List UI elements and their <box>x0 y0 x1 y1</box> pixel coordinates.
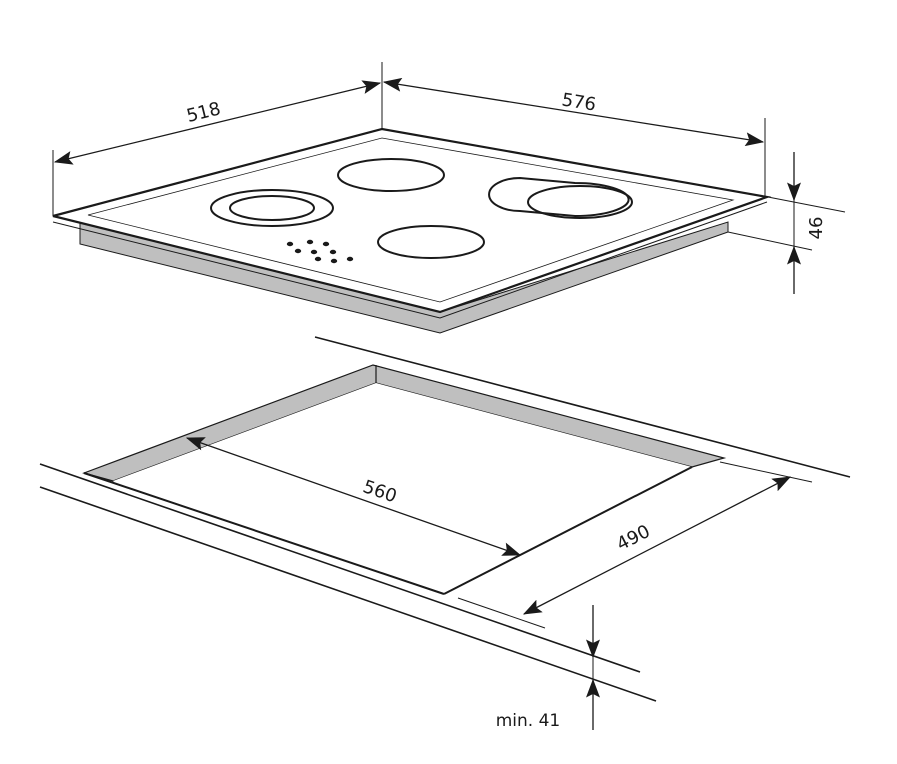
cooking-zone-front-left-outer <box>210 189 334 227</box>
extension-line-bottom <box>727 231 813 251</box>
cooking-zone-back-left <box>337 158 445 192</box>
dimension-label-worktop-thickness: min. 41 <box>496 711 561 731</box>
extension-line-cutout-back <box>719 461 813 483</box>
cooking-zone-oval-extension <box>488 176 630 218</box>
worktop-front-bottom-edge <box>39 486 657 702</box>
hob <box>52 127 772 334</box>
control-dot <box>322 241 330 247</box>
control-dot <box>306 239 314 245</box>
control-dot <box>329 249 337 255</box>
control-dot <box>286 241 294 247</box>
control-dot <box>330 258 338 264</box>
dimension-line-hob-depth <box>53 80 382 165</box>
cutout-opening <box>113 383 692 594</box>
hob-glass-top <box>52 127 772 314</box>
cutout-dimensions: 560 490 min. 41 <box>185 437 813 731</box>
control-dot <box>294 248 302 254</box>
worktop <box>39 336 851 702</box>
cooking-zone-back-right <box>527 185 633 219</box>
extension-line-top <box>767 196 846 213</box>
hob-dimensions: 518 576 46 <box>52 62 846 294</box>
control-dot <box>310 249 318 255</box>
dimension-label-hob-height: 46 <box>806 217 827 240</box>
control-dot <box>346 256 354 262</box>
hob-plate-edge <box>52 201 768 319</box>
dimension-line-hob-width <box>382 77 765 147</box>
cooking-zone-front-right <box>377 225 485 259</box>
control-dot <box>314 256 322 262</box>
worktop-front-top-edge <box>39 463 641 673</box>
dimension-label-hob-width: 576 <box>560 90 597 116</box>
cooking-zone-front-left-inner <box>229 195 315 221</box>
dimension-line-cutout-width <box>185 437 522 556</box>
worktop-back-edge <box>314 336 851 478</box>
extension-line-cutout-front <box>457 597 546 629</box>
touch-controls <box>286 239 354 264</box>
dimension-line-cutout-depth <box>522 476 792 615</box>
